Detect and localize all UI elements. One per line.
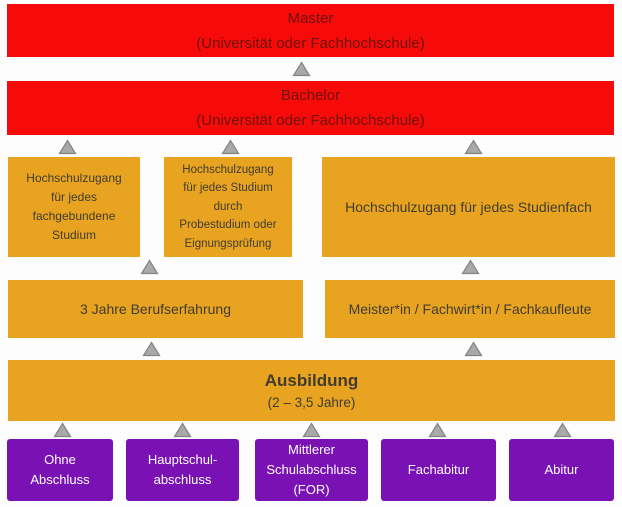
up-arrow-icon	[553, 422, 572, 438]
up-arrow-icon	[464, 341, 483, 357]
node-bachelor: Bachelor (Universität oder Fachhochschul…	[7, 81, 614, 135]
up-arrow-icon	[173, 422, 192, 438]
node-text: Meister*in / Fachwirt*in / Fachkaufleute	[348, 301, 592, 317]
up-arrow-icon	[464, 139, 483, 155]
node-meister-fachwirt: Meister*in / Fachwirt*in / Fachkaufleute	[325, 280, 615, 338]
up-arrow-icon	[302, 422, 321, 438]
node-text: Hochschulzugang für jedes Studienfach	[345, 199, 592, 215]
node-text: 3 Jahre Berufserfahrung	[80, 301, 231, 317]
node-subtitle: (Universität oder Fachhochschule)	[196, 34, 425, 52]
node-fachabitur: Fachabitur	[381, 439, 496, 501]
up-arrow-icon	[221, 139, 240, 155]
up-arrow-icon	[292, 61, 311, 77]
node-title: Master	[287, 9, 334, 27]
node-berufserfahrung: 3 Jahre Berufserfahrung	[8, 280, 303, 338]
up-arrow-icon	[140, 259, 159, 275]
node-text: Abitur	[544, 462, 579, 477]
node-hauptschulabschluss: Hauptschul-abschluss	[126, 439, 239, 501]
node-ausbildung: Ausbildung (2 – 3,5 Jahre)	[8, 360, 615, 421]
node-hochschulzugang-studienfach: Hochschulzugang für jedes Studienfach	[322, 157, 615, 257]
node-title: Bachelor	[280, 87, 341, 104]
node-title: Ausbildung	[264, 371, 359, 390]
node-text: Hauptschul-abschluss	[147, 452, 218, 487]
node-subtitle: (2 – 3,5 Jahre)	[267, 395, 356, 410]
up-arrow-icon	[58, 139, 77, 155]
up-arrow-icon	[142, 341, 161, 357]
node-subtitle: (Universität oder Fachhochschule)	[196, 112, 425, 129]
node-text: Fachabitur	[407, 462, 470, 477]
up-arrow-icon	[461, 259, 480, 275]
up-arrow-icon	[428, 422, 447, 438]
node-master: Master (Universität oder Fachhochschule)	[7, 4, 614, 57]
up-arrow-icon	[53, 422, 72, 438]
node-abitur: Abitur	[509, 439, 614, 501]
